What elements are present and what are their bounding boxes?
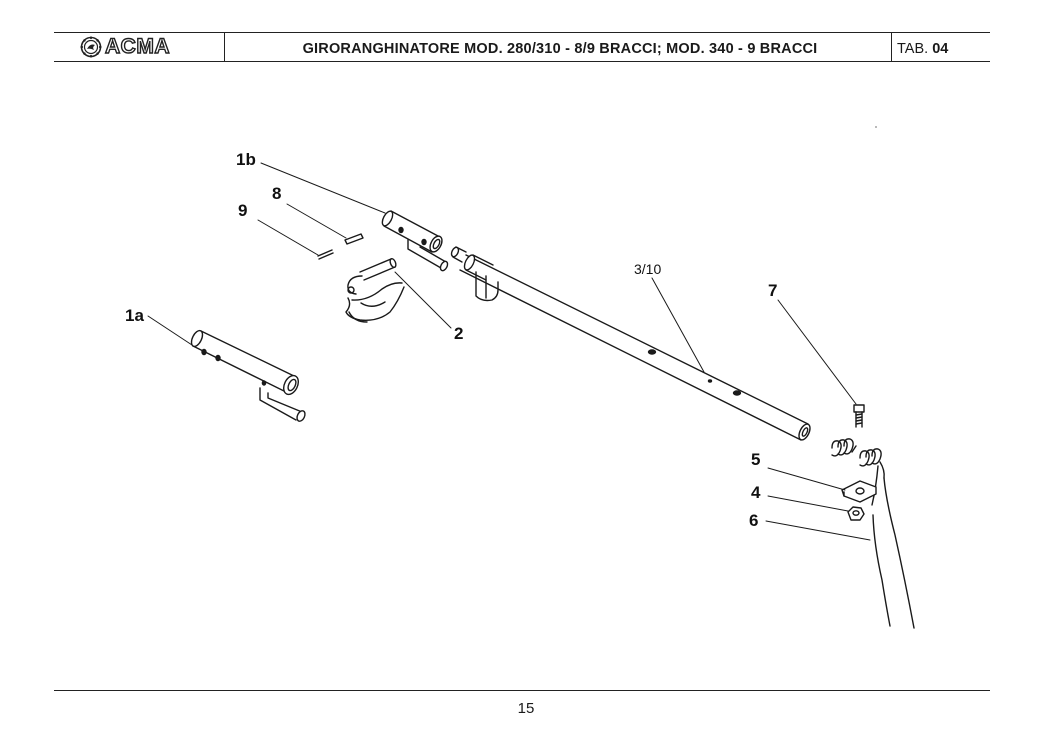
page-title: GIRORANGHINATORE MOD. 280/310 - 8/9 BRAC… xyxy=(302,41,818,57)
leader-2 xyxy=(394,271,452,329)
bolt-7 xyxy=(853,404,865,428)
leader-9 xyxy=(257,219,319,256)
callout-3-10: 3/10 xyxy=(634,261,661,277)
page-number: 15 xyxy=(517,700,535,717)
callout-9: 9 xyxy=(238,201,247,220)
sleeve-1a xyxy=(190,329,306,422)
callout-8: 8 xyxy=(272,184,281,203)
header-divider-left xyxy=(224,33,225,61)
lynch-pin-2 xyxy=(345,258,405,323)
header-top-rule xyxy=(54,32,990,33)
header-bottom-rule xyxy=(54,61,990,62)
callout-2: 2 xyxy=(454,324,463,343)
callout-6: 6 xyxy=(749,511,758,530)
leader-1a xyxy=(147,315,193,346)
callout-1b: 1b xyxy=(236,150,256,169)
nut-4 xyxy=(847,506,865,521)
footer-rule xyxy=(54,690,990,691)
split-pin-9 xyxy=(317,249,334,260)
main-tube xyxy=(450,246,811,441)
leader-6 xyxy=(765,520,871,541)
leader-3-10 xyxy=(651,277,705,373)
table-reference: TAB. 04 xyxy=(897,41,948,57)
leader-1b xyxy=(260,162,386,214)
callout-5: 5 xyxy=(751,450,760,469)
tab-number: 04 xyxy=(932,41,949,57)
header-divider-right xyxy=(891,33,892,61)
pin-8 xyxy=(344,233,364,245)
leader-5 xyxy=(767,467,846,491)
tab-label: TAB. xyxy=(897,41,929,57)
leader-7 xyxy=(777,299,857,405)
leader-8 xyxy=(286,203,347,239)
coupling-sleeve-1b xyxy=(381,210,449,272)
brand-logo: ACMA xyxy=(80,34,170,59)
clamp-plate-5 xyxy=(841,480,877,503)
callout-1a: 1a xyxy=(125,306,144,325)
callout-7: 7 xyxy=(768,281,777,300)
leader-4 xyxy=(767,495,849,512)
callout-4: 4 xyxy=(751,483,761,502)
spring-tine-arm-6 xyxy=(831,438,915,629)
logo-wordmark: ACMA xyxy=(104,34,170,58)
gear-icon xyxy=(80,36,102,58)
leader-lines xyxy=(147,162,871,541)
